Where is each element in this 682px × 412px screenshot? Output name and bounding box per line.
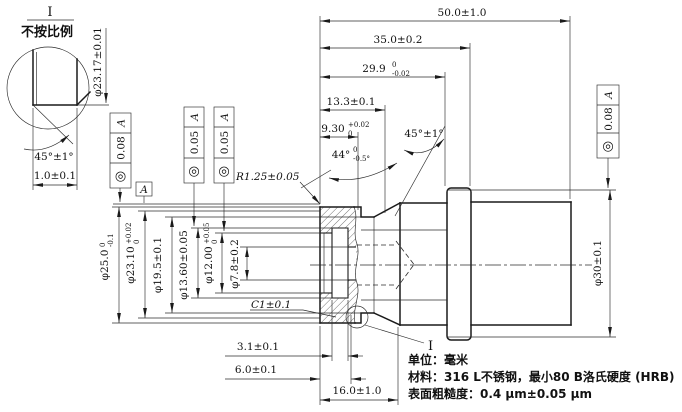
- section-callout-label: I: [428, 339, 433, 354]
- dim-93-sub: 0: [348, 130, 352, 138]
- dim-dia-195: φ19.5±0.1: [152, 216, 361, 314]
- concentricity-icon: ◎: [218, 164, 229, 179]
- note-unit: 单位：毫米: [408, 352, 469, 367]
- datum-flag-label: A: [139, 184, 148, 196]
- dim-radius: R1.25±0.05: [235, 171, 321, 205]
- dim-16-text: 16.0±1.0: [333, 385, 382, 397]
- detail-circle: [6, 46, 90, 130]
- dia25-main: φ25.0: [99, 250, 111, 281]
- gdt-frame-4: A 0.08 ◎: [596, 84, 620, 188]
- dim-13-3: 13.3±0.1: [320, 96, 386, 213]
- dia12-sup: +0.05: [203, 223, 211, 244]
- dim-35-text: 35.0±0.2: [374, 34, 423, 46]
- dim-chamfer: C1±0.1: [250, 299, 337, 318]
- dim-299-main: 29.9: [362, 63, 385, 75]
- gdt2-tolerance: 0.05: [189, 131, 201, 154]
- dia12-sub: 0: [211, 240, 219, 244]
- dim-angle-44: 44° 0 -0.5°: [300, 146, 398, 189]
- dim-133-text: 13.3±0.1: [327, 96, 376, 108]
- detail-dim-angle: 45°±1°: [23, 134, 74, 163]
- gdt-frame-1: A 0.08 ◎: [109, 112, 132, 202]
- flange: [446, 187, 472, 341]
- concentricity-icon: ◎: [602, 139, 613, 154]
- concentricity-icon: ◎: [188, 164, 199, 179]
- dia195-text: φ19.5±0.1: [152, 237, 164, 293]
- detail-view: I 不按比例 φ23.17±0.01 45°±1° 1.0±0.1: [6, 5, 109, 190]
- dim-angle44-sub: -0.5°: [353, 155, 370, 163]
- dim-29-9: 29.9 0 -0.02: [320, 61, 446, 186]
- dim-93-sup: +0.02: [348, 121, 369, 129]
- chamfer-text: C1±0.1: [251, 299, 291, 311]
- dim-dia-30: φ30±0.1: [447, 189, 616, 338]
- dim-50-text: 50.0±1.0: [438, 7, 487, 19]
- dim-6-text: 6.0±0.1: [235, 364, 277, 376]
- gdt3-tolerance: 0.05: [219, 131, 231, 154]
- dim-9-30: 9.30 +0.02 0: [320, 121, 369, 210]
- gdt1-tolerance: 0.08: [116, 136, 128, 159]
- detail-angle-text: 45°±1°: [34, 151, 73, 163]
- dia12-main: φ12.00: [203, 246, 215, 283]
- dia2310-sub: 0: [133, 240, 141, 244]
- notes-block: 单位：毫米 材料：316 L不锈钢，最小80 B洛氏硬度 (HRB) 表面粗糙度…: [407, 352, 674, 401]
- detail-scale-note: 不按比例: [21, 24, 73, 40]
- gdt4-datum: A: [603, 91, 615, 100]
- break-line: [353, 206, 359, 324]
- dim-dia-136: φ13.60±0.05: [178, 227, 332, 300]
- gdt1-datum: A: [116, 119, 128, 128]
- dim-angle44-main: 44°: [332, 149, 351, 161]
- dim-dia-12: φ12.00 +0.05 0: [203, 223, 324, 294]
- detail-dim-dia: φ23.17±0.01: [92, 27, 108, 103]
- detail-view-label: I: [47, 5, 52, 20]
- dia30-text: φ30±0.1: [592, 240, 604, 286]
- detail-dia-text: φ23.17±0.01: [92, 27, 104, 97]
- dia25-sup: 0: [99, 243, 107, 247]
- dia136-text: φ13.60±0.05: [178, 230, 190, 300]
- dia25-sub: -0.1: [107, 234, 115, 248]
- dim-dia-2310: φ23.10 +0.02 0: [125, 210, 320, 319]
- gdt-frame-3: A 0.05 ◎: [213, 106, 235, 231]
- detail-width-text: 1.0±0.1: [34, 170, 76, 182]
- gdt3-datum: A: [219, 113, 231, 122]
- dim-16-0: 16.0±1.0: [320, 327, 399, 405]
- dim-3-1: 3.1±0.1: [225, 300, 363, 361]
- gdt2-datum: A: [189, 113, 201, 122]
- section-detail-callout: I: [345, 305, 433, 354]
- dim-93-main: 9.30: [321, 123, 344, 135]
- dim-31-text: 3.1±0.1: [237, 341, 279, 353]
- dim-dia-25: φ25.0 0 -0.1: [99, 206, 320, 324]
- dim-35: 35.0±0.2: [320, 34, 471, 186]
- dim-angle44-sup: 0: [353, 146, 357, 154]
- dim-angle45-text: 45°±1°: [404, 128, 443, 140]
- datum-flag-a: A: [135, 181, 153, 203]
- detail-dim-width: 1.0±0.1: [32, 108, 78, 190]
- dim-angle-45: 45°±1°: [394, 125, 446, 217]
- dia78-text: φ7.8±0.2: [229, 239, 241, 289]
- note-surface: 表面粗糙度：0.4 μm±0.05 μm: [407, 386, 592, 401]
- gdt-frame-2: A 0.05 ◎: [183, 106, 205, 226]
- part-outline: [319, 187, 572, 341]
- dia2310-sup: +0.02: [125, 223, 133, 244]
- dim-299-sup: 0: [392, 61, 396, 69]
- dia2310-main: φ23.10: [125, 246, 137, 283]
- note-material: 材料：316 L不锈钢，最小80 B洛氏硬度 (HRB): [407, 369, 674, 384]
- dim-radius-text: R1.25±0.05: [235, 171, 300, 183]
- dim-50: 50.0±1.0: [319, 7, 571, 204]
- dim-dia-78: φ7.8±0.2: [229, 239, 348, 289]
- dim-299-sub: -0.02: [392, 70, 410, 78]
- gdt4-tolerance: 0.08: [603, 107, 615, 130]
- detail-geometry: [32, 49, 109, 145]
- concentricity-icon: ◎: [115, 169, 126, 184]
- hidden-bore-lines: [357, 240, 415, 290]
